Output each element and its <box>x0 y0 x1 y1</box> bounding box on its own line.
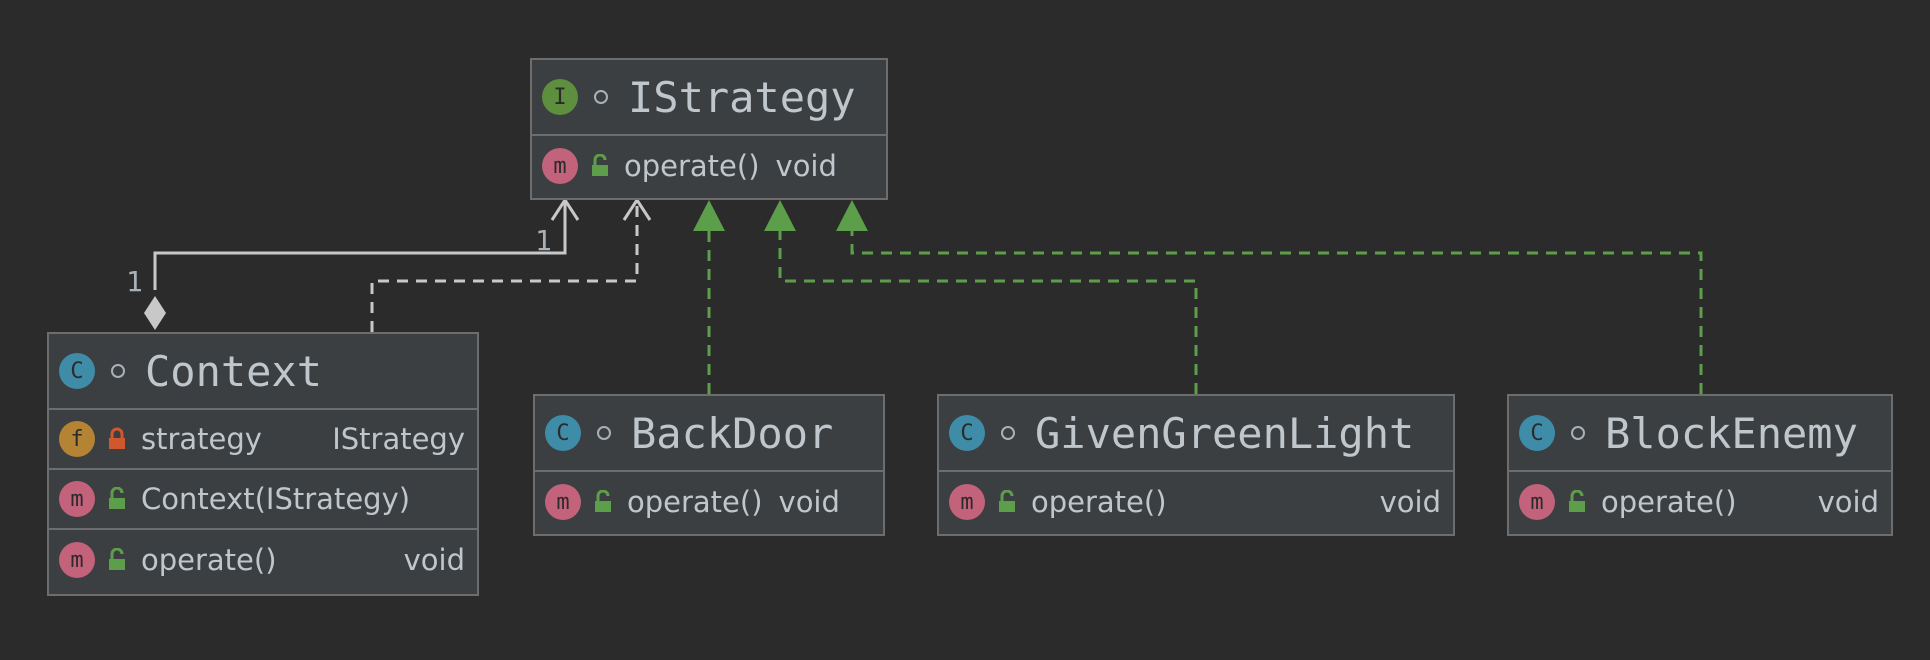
context-constructor-row[interactable]: m Context(IStrategy) <box>49 470 477 530</box>
backdoor-header: C BackDoor <box>535 396 883 472</box>
class-icon: C <box>949 415 985 451</box>
givengreenlight-method-row[interactable]: m operate() void <box>939 472 1453 532</box>
field-type: IStrategy <box>332 422 465 456</box>
public-lock-icon <box>595 490 611 512</box>
static-marker-icon <box>1571 426 1585 440</box>
public-lock-icon <box>592 154 608 176</box>
static-marker-icon <box>597 426 611 440</box>
istrategy-title: IStrategy <box>628 72 856 122</box>
return-type: void <box>775 149 837 183</box>
aggregation-edge-context-istrategy[interactable] <box>153 200 567 290</box>
istrategy-interface-box[interactable]: I IStrategy m operate() void <box>530 58 888 200</box>
public-lock-icon <box>109 487 125 509</box>
context-method-row[interactable]: m operate() void <box>49 530 477 590</box>
dependency-open-arrow <box>622 197 652 221</box>
istrategy-header: I IStrategy <box>532 60 886 136</box>
blockenemy-method-row[interactable]: m operate() void <box>1509 472 1891 532</box>
return-type: void <box>778 485 840 519</box>
backdoor-method-row[interactable]: m operate() void <box>535 472 883 532</box>
method-name: operate() <box>627 485 763 519</box>
istrategy-method-row[interactable]: m operate() void <box>532 136 886 196</box>
method-icon: m <box>1519 484 1555 520</box>
static-marker-icon <box>594 90 608 104</box>
static-marker-icon <box>1001 426 1015 440</box>
givengreenlight-header: C GivenGreenLight <box>939 396 1453 472</box>
blockenemy-header: C BlockEnemy <box>1509 396 1891 472</box>
method-name: operate() <box>1601 485 1737 519</box>
method-name: operate() <box>1031 485 1167 519</box>
method-icon: m <box>545 484 581 520</box>
public-lock-icon <box>109 548 125 570</box>
class-icon: C <box>1519 415 1555 451</box>
multiplicity-context-end: 1 <box>126 265 143 298</box>
field-name: strategy <box>141 422 262 456</box>
blockenemy-title: BlockEnemy <box>1605 408 1858 458</box>
realization-arrowhead-blockenemy <box>836 200 868 231</box>
method-name: operate() <box>624 149 760 183</box>
givengreenlight-title: GivenGreenLight <box>1035 408 1415 458</box>
return-type: void <box>403 543 465 577</box>
public-lock-icon <box>999 490 1015 512</box>
method-icon: m <box>59 542 95 578</box>
blockenemy-class-box[interactable]: C BlockEnemy m operate() void <box>1507 394 1893 536</box>
givengreenlight-class-box[interactable]: C GivenGreenLight m operate() void <box>937 394 1455 536</box>
method-icon: m <box>59 481 95 517</box>
class-icon: C <box>545 415 581 451</box>
aggregation-diamond <box>144 296 166 330</box>
backdoor-class-box[interactable]: C BackDoor m operate() void <box>533 394 885 536</box>
private-lock-icon <box>109 427 125 449</box>
aggregation-open-arrow <box>550 197 580 221</box>
method-icon: m <box>542 148 578 184</box>
realization-edge-givengreenlight[interactable] <box>778 230 1198 394</box>
method-name: operate() <box>141 543 277 577</box>
interface-icon: I <box>542 79 578 115</box>
context-header: C Context <box>49 334 477 410</box>
public-lock-icon <box>1569 490 1585 512</box>
context-class-box[interactable]: C Context f strategy IStrategy m Context… <box>47 332 479 596</box>
constructor-name: Context(IStrategy) <box>141 482 411 516</box>
dependency-edge-context-istrategy[interactable] <box>370 200 639 332</box>
return-type: void <box>1379 485 1441 519</box>
method-icon: m <box>949 484 985 520</box>
context-field-row[interactable]: f strategy IStrategy <box>49 410 477 470</box>
context-title: Context <box>145 346 323 396</box>
static-marker-icon <box>111 364 125 378</box>
return-type: void <box>1817 485 1879 519</box>
realization-edge-blockenemy[interactable] <box>850 230 1703 394</box>
field-icon: f <box>59 421 95 457</box>
backdoor-title: BackDoor <box>631 408 834 458</box>
class-icon: C <box>59 353 95 389</box>
realization-arrowhead-backdoor <box>693 200 725 231</box>
multiplicity-istrategy-end: 1 <box>535 224 552 257</box>
realization-arrowhead-givengreenlight <box>764 200 796 231</box>
